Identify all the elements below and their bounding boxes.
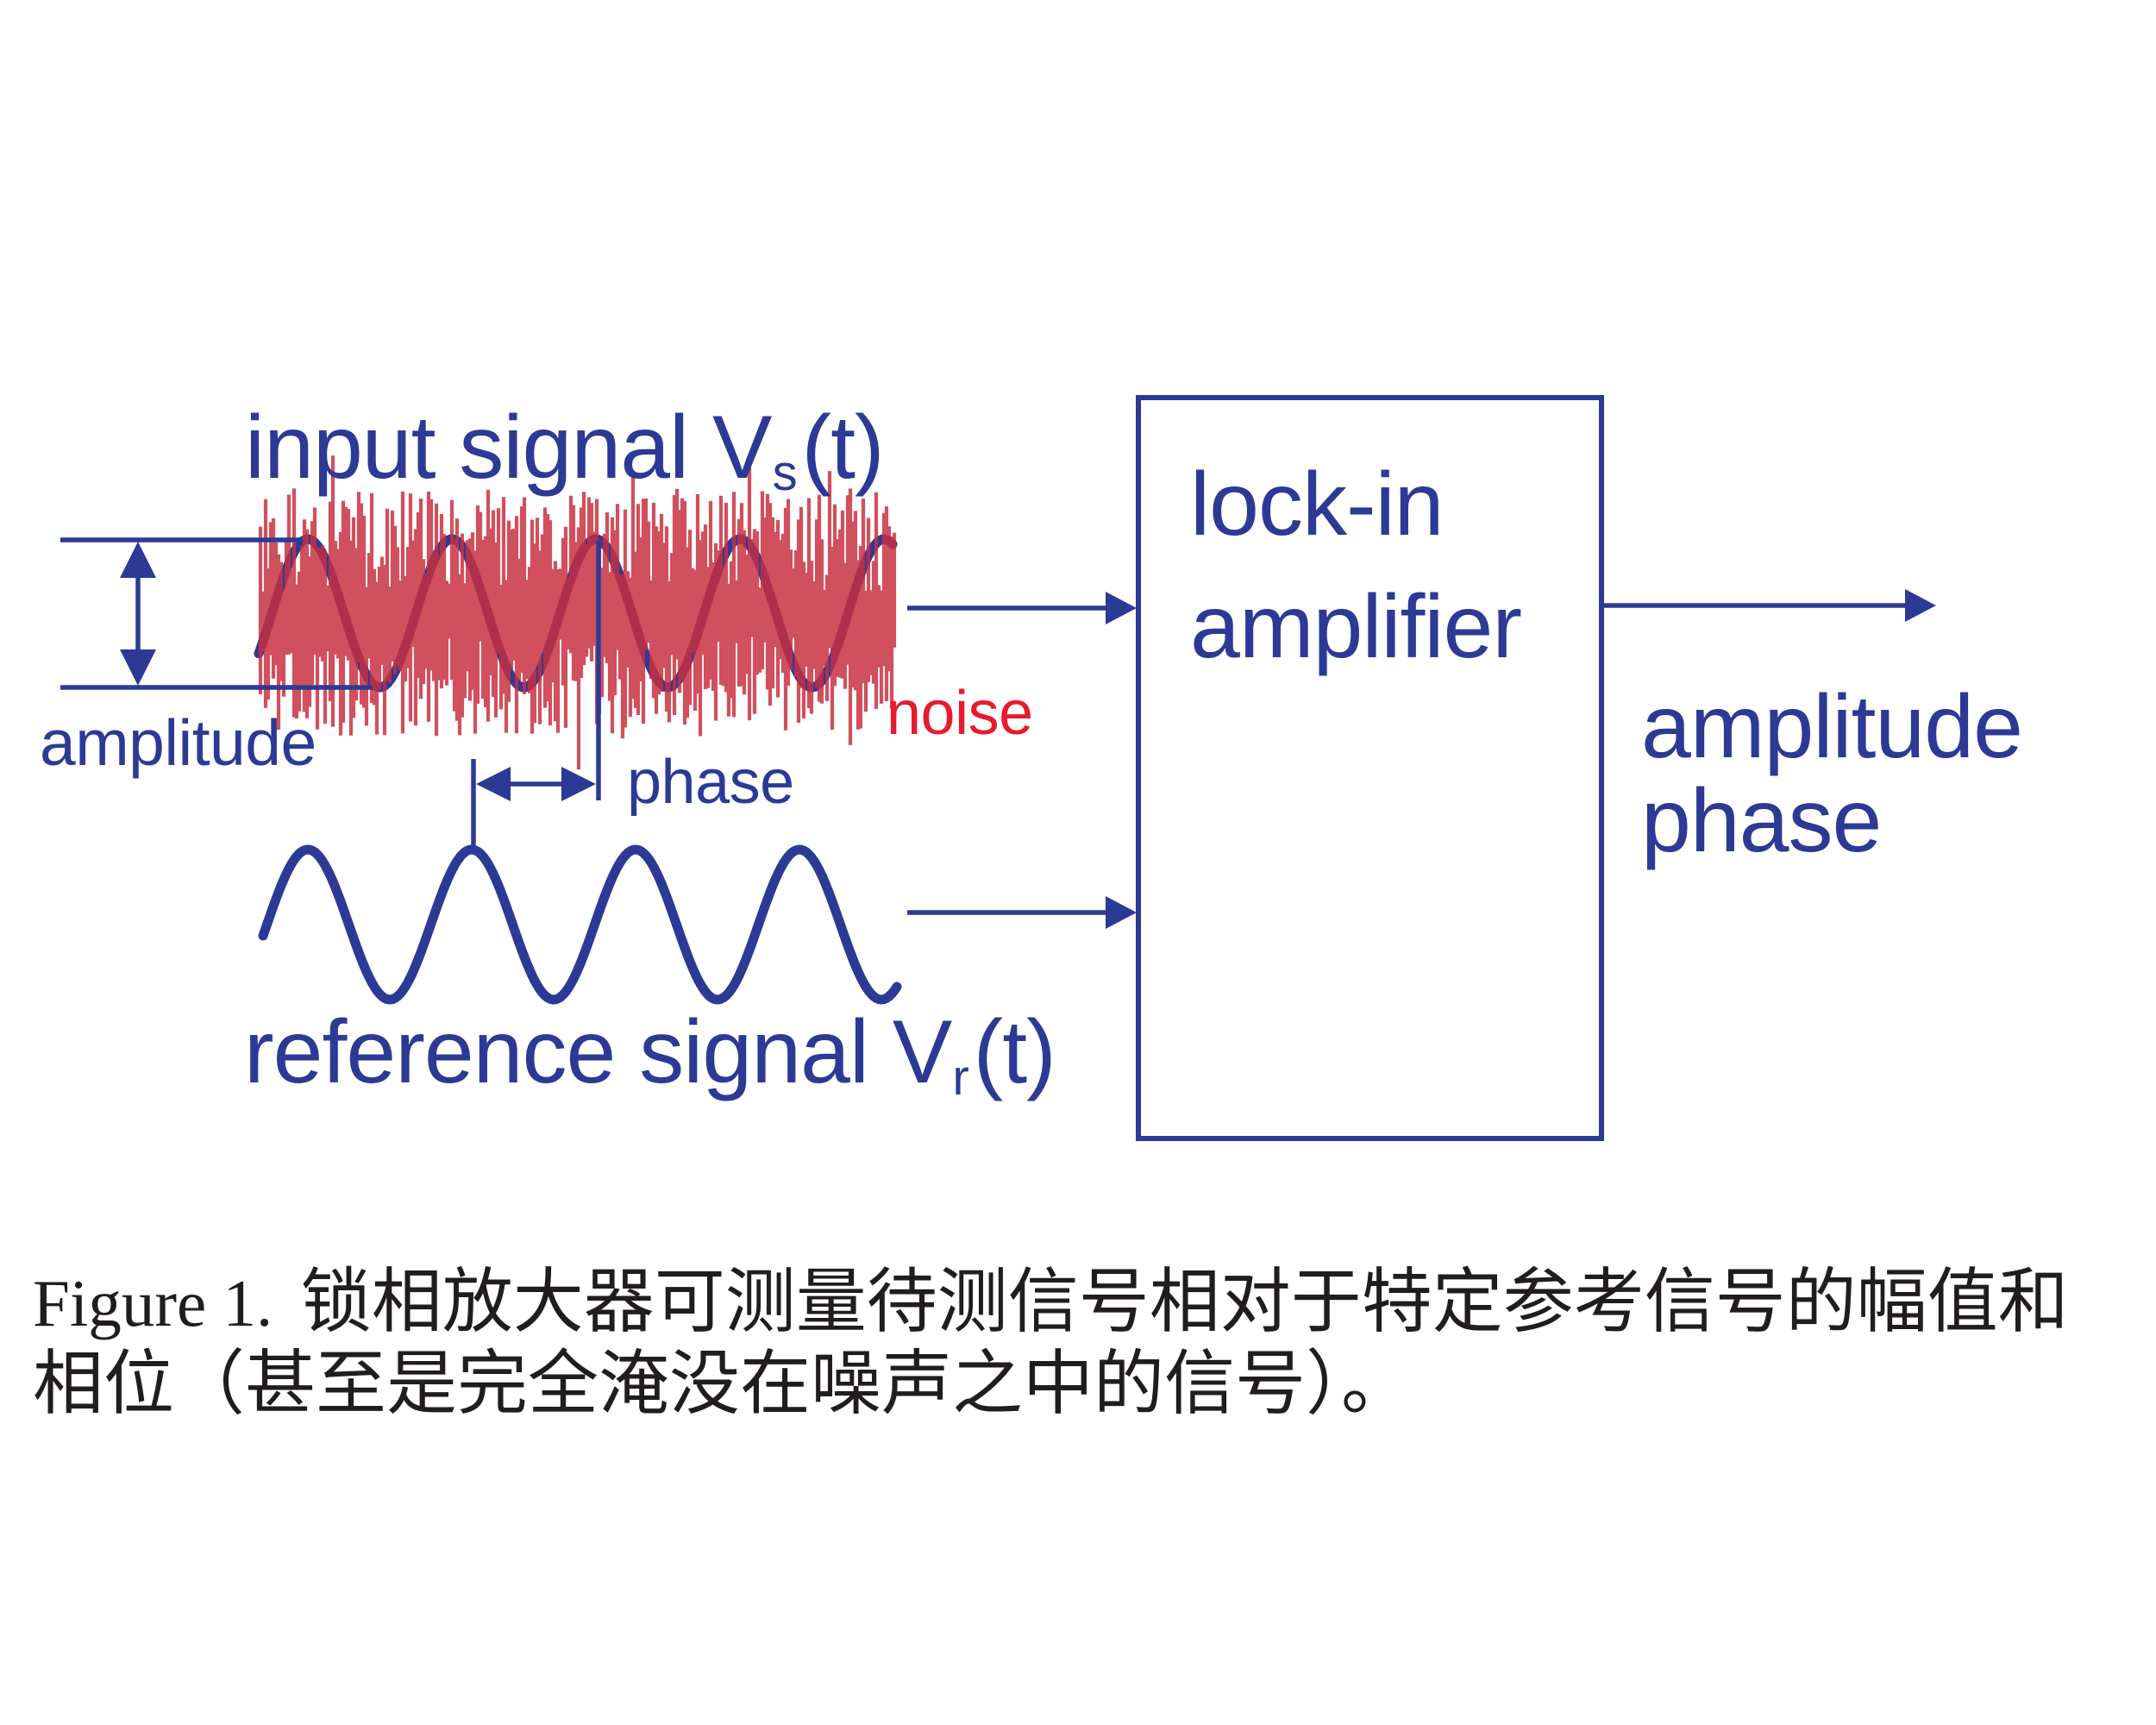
amplitude-arrowhead-down-icon xyxy=(120,649,156,686)
lock-in-amplifier-label: lock-in amplifier xyxy=(1190,443,1522,689)
input-signal-title: input signal Vs(t) xyxy=(245,403,885,501)
reference-title-suffix: (t) xyxy=(973,1002,1056,1102)
caption-line1: Figure 1. 锁相放大器可测量待测信号相对于特定参考信号的幅值和 xyxy=(33,1261,2069,1343)
reference-signal-sine xyxy=(258,844,902,1005)
input-title-subscript: s xyxy=(772,444,798,501)
noise-label: noise xyxy=(887,679,1033,748)
lock-in-amplifier-label-line1: lock-in xyxy=(1190,455,1445,555)
signal-arrows xyxy=(907,589,1936,929)
output-label-line1: amplitude xyxy=(1641,677,2023,777)
caption-figure-number: Figure 1. xyxy=(33,1266,273,1340)
amplitude-arrowhead-up-icon xyxy=(120,542,156,578)
caption-line2: 相位（甚至是完全淹没在噪声之中的信号）。 xyxy=(33,1345,1413,1424)
reference-arrowhead-icon xyxy=(1106,896,1137,929)
noise-band xyxy=(258,455,897,770)
amplitude-label: amplitude xyxy=(40,706,317,779)
output-arrowhead-icon xyxy=(1905,589,1936,622)
phase-annotation xyxy=(471,541,601,850)
input-title-text: input signal V xyxy=(245,398,772,498)
lock-in-amplifier-box xyxy=(1136,395,1604,1141)
input-arrowhead-icon xyxy=(1106,592,1137,624)
output-label-line2: phase xyxy=(1641,771,1882,872)
caption-line1-text: 锁相放大器可测量待测信号相对于特定参考信号的幅值和 xyxy=(300,1263,2069,1341)
phase-arrowhead-left-icon xyxy=(476,767,511,801)
phase-label: phase xyxy=(627,748,794,817)
reference-title-subscript: r xyxy=(952,1049,968,1106)
phase-arrowhead-right-icon xyxy=(561,767,596,801)
amplitude-annotation xyxy=(60,537,373,690)
lock-in-amplifier-label-line2: amplifier xyxy=(1190,577,1522,678)
output-label: amplitude phase xyxy=(1641,677,2023,872)
reference-title-text: reference signal V xyxy=(244,1002,952,1102)
input-title-suffix: (t) xyxy=(801,398,885,498)
reference-signal-title: reference signal Vr(t) xyxy=(244,1007,1056,1103)
figure-caption: Figure 1. 锁相放大器可测量待测信号相对于特定参考信号的幅值和 相位（甚至… xyxy=(33,1261,2069,1425)
